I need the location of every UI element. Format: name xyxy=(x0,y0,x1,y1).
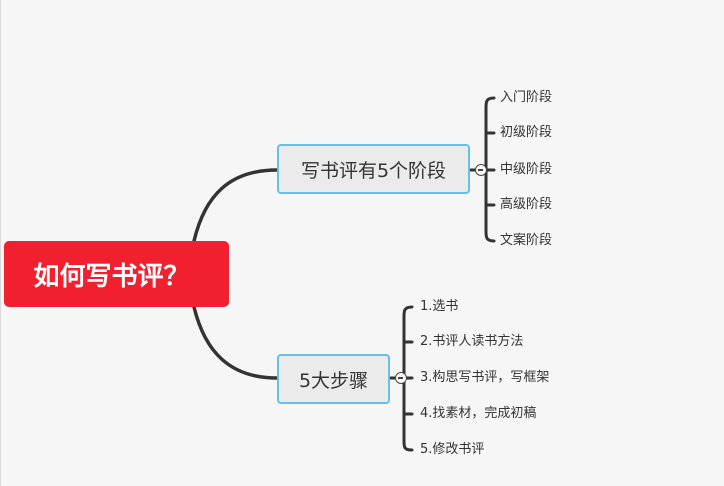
branch-label: 5大步骤 xyxy=(298,369,369,392)
collapse-toggle-icon[interactable] xyxy=(395,372,407,384)
branch-label: 写书评有5个阶段 xyxy=(300,159,447,182)
root-label: 如何写书评？ xyxy=(33,261,190,292)
leaf-node[interactable]: 文案阶段 xyxy=(500,233,553,248)
branch-node-steps[interactable]: 5大步骤 xyxy=(277,354,390,404)
connector-root-stages xyxy=(192,168,279,243)
leaf-node[interactable]: 中级阶段 xyxy=(500,162,553,177)
leaf-node[interactable]: 4.找素材，完成初稿 xyxy=(420,406,537,421)
leaf-node[interactable]: 3.构思写书评，写框架 xyxy=(420,370,550,385)
leaf-node[interactable]: 高级阶段 xyxy=(500,197,553,212)
leaf-node[interactable]: 1.选书 xyxy=(420,299,459,314)
connector-root-steps xyxy=(192,305,279,380)
root-node[interactable]: 如何写书评？ xyxy=(4,241,229,307)
leaf-node[interactable]: 2.书评人读书方法 xyxy=(420,334,524,349)
branch-node-stages[interactable]: 写书评有5个阶段 xyxy=(277,144,470,194)
leaf-node[interactable]: 5.修改书评 xyxy=(420,442,485,457)
leaf-node[interactable]: 初级阶段 xyxy=(500,125,553,140)
page-left-edge xyxy=(0,0,1,486)
collapse-toggle-icon[interactable] xyxy=(475,164,487,176)
leaf-node[interactable]: 入门阶段 xyxy=(500,90,553,105)
